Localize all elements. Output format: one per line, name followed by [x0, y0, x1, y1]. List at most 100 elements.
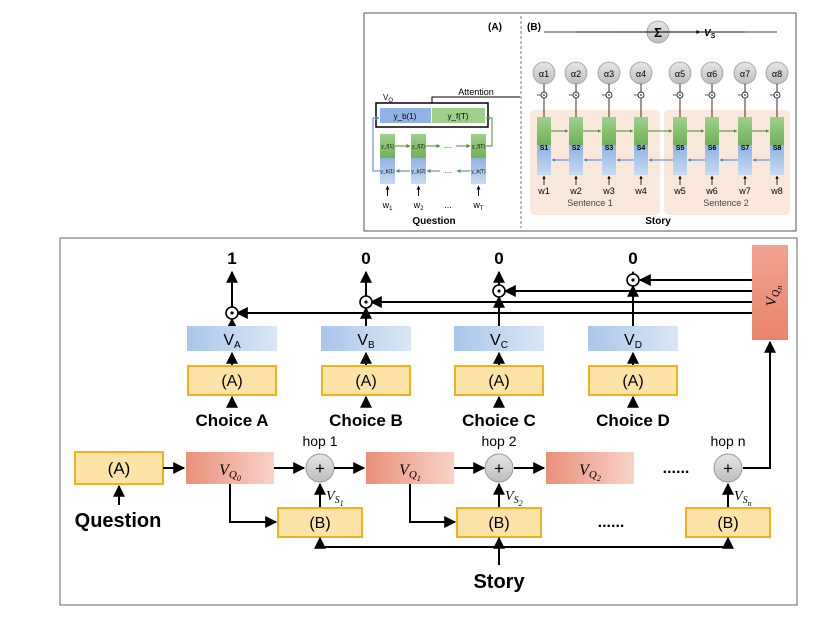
sentence-label: S3	[605, 145, 614, 152]
attention-line	[431, 96, 520, 103]
sentence-fwd-cell	[673, 117, 687, 145]
vq2-box	[546, 452, 634, 484]
story-encoder-box	[277, 507, 363, 538]
vq-box	[375, 102, 489, 128]
odot-dot	[776, 94, 778, 96]
sentence-bwd-cell	[738, 145, 752, 175]
panel-a-caption: Question	[412, 216, 455, 227]
vq2-label: VQ2	[579, 462, 601, 483]
q-col-t-bwd	[471, 158, 486, 184]
hop-label: hop 2	[481, 433, 516, 449]
plus-node	[713, 453, 743, 483]
bwd-to-vq	[372, 116, 380, 172]
sentence-2-region	[664, 110, 790, 215]
plus-symbol: +	[315, 459, 325, 478]
story-word: w5	[673, 186, 686, 196]
odot-dot	[711, 94, 713, 96]
attention-label: Attention	[458, 87, 494, 97]
hop-units: hop 1+VS1(B)hop 2+VS2(B)hop n+VSn(B)	[277, 433, 771, 538]
yf-cell-t: y_f(T)	[472, 144, 485, 150]
sentence-fwd-cell	[634, 117, 648, 145]
choice-vector-box	[454, 326, 544, 351]
choice-encoder-box	[454, 365, 544, 396]
story-encoder-box	[685, 507, 771, 538]
question-words: w1 w2 ... wT	[382, 200, 484, 212]
vq1-to-b2	[409, 484, 457, 528]
choice-encoder-box	[588, 365, 678, 396]
odot-dot	[543, 94, 545, 96]
sum-symbol: Σ	[654, 25, 662, 40]
odot-dot	[497, 289, 501, 293]
story-encoder-box	[456, 507, 542, 538]
odot-dot	[230, 311, 234, 315]
vq1-box	[366, 452, 454, 484]
choice-label: Choice A	[195, 411, 268, 430]
question-columns: y_f(1) y_f(2) ... y_f(T) y_b(1) y_b(2) .…	[372, 116, 493, 196]
yft-cell	[432, 108, 485, 123]
sentence-1-label: Sentence 1	[567, 198, 613, 208]
odot-dot	[364, 300, 368, 304]
yb1-text: y_b(1)	[394, 112, 417, 121]
choice-vector-box	[187, 326, 277, 351]
choice-vector-label: VD	[624, 332, 642, 351]
choice-encoder-label: (A)	[622, 373, 643, 390]
q-word-dots: ...	[444, 200, 452, 210]
vqn-label: VQn	[764, 286, 784, 306]
sentence-label: S6	[708, 145, 717, 152]
hopn-to-vqn	[743, 340, 776, 469]
odot-dot	[608, 94, 610, 96]
story-label: Story	[473, 571, 525, 593]
question-encoder-label: (A)	[108, 459, 131, 478]
choice-encoder-label: (A)	[221, 373, 242, 390]
bottom-figure-frame	[59, 237, 798, 606]
choice-encoder-box	[321, 365, 411, 396]
yft-text: y_f(T)	[448, 112, 469, 121]
sentence-label: S2	[572, 145, 581, 152]
story-word: w7	[738, 186, 751, 196]
story-encoder-label: (B)	[717, 515, 738, 532]
output-label: 1	[227, 249, 236, 268]
story-word: w3	[602, 186, 615, 196]
alpha-label: α1	[539, 69, 549, 79]
yf-cell-1: y_f(1)	[381, 144, 394, 150]
plus-symbol: +	[494, 459, 504, 478]
odot-dot	[631, 278, 635, 282]
story-encoder-label: (B)	[309, 515, 330, 532]
output-label: 0	[628, 249, 637, 268]
vs-label: VSn	[734, 489, 752, 508]
yb-cell-dots: ...	[445, 166, 452, 175]
alpha-label: α6	[707, 69, 717, 79]
sentence-bwd-cell	[705, 145, 719, 175]
sentence-label: S1	[540, 145, 549, 152]
sentence-bwd-cell	[602, 145, 616, 175]
sentence-label: S4	[637, 145, 646, 152]
story-encoder-label: (B)	[488, 515, 509, 532]
sentence-fwd-cell	[705, 117, 719, 145]
choice-vector-label: VB	[357, 332, 375, 351]
q-word-2: w2	[413, 200, 425, 212]
panel-b-caption: Story	[645, 216, 671, 227]
yf-cell-2: y_f(2)	[412, 144, 425, 150]
hop-label: hop 1	[302, 433, 337, 449]
alpha-label: α4	[636, 69, 646, 79]
alpha-label: α5	[675, 69, 685, 79]
yb-cell-t: y_b(T)	[471, 169, 486, 175]
odot-dot	[744, 94, 746, 96]
choice-encoder-label: (A)	[488, 373, 509, 390]
sentence-label: S7	[741, 145, 750, 152]
vq-label: VQ	[383, 93, 393, 104]
choice-label: Choice C	[462, 411, 536, 430]
q-col-t-fwd	[471, 134, 486, 158]
story-word: w4	[634, 186, 647, 196]
sentence-label: S8	[773, 145, 782, 152]
choice-vector-label: VA	[223, 332, 241, 351]
vq0-to-b1	[229, 484, 278, 528]
choice-label: Choice B	[329, 411, 403, 430]
yb-cell-1: y_b(1)	[380, 169, 395, 175]
story-columns: α1S1w1α2S2w2α3S3w3α4S4w4α5S5w5α6S6w6α7S7…	[532, 31, 789, 196]
choice-vector-box	[321, 326, 411, 351]
vqn-box	[752, 245, 788, 340]
odot-dot	[679, 94, 681, 96]
story-word: w2	[569, 186, 582, 196]
